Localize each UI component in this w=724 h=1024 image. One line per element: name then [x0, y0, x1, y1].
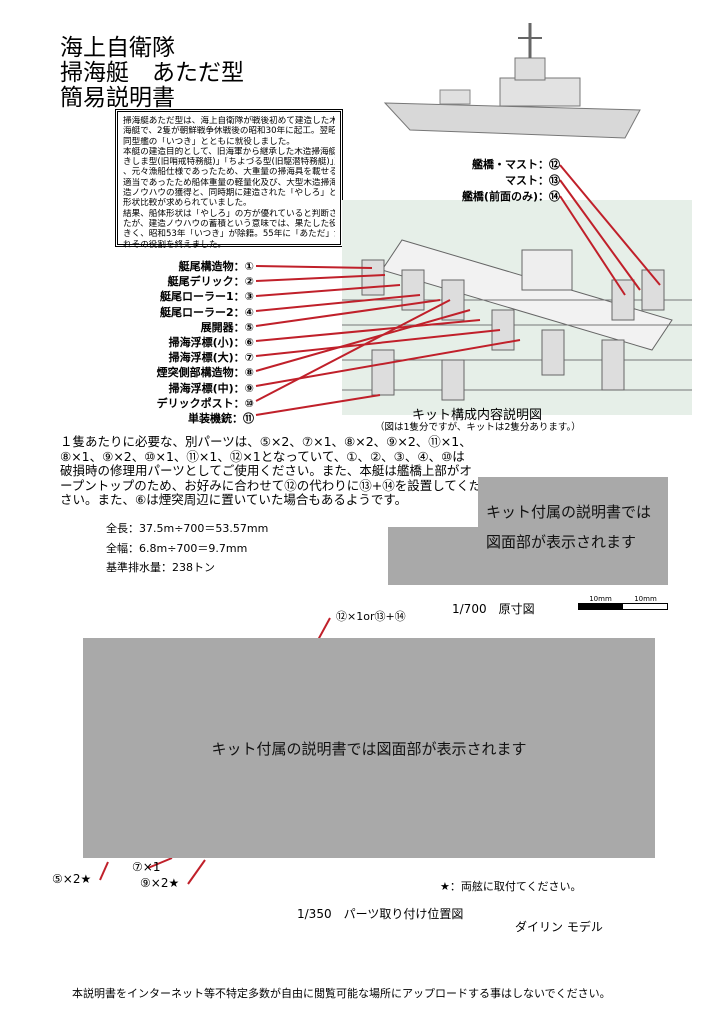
part-label: 掃海浮標(小)：⑥: [168, 336, 254, 350]
desc-line: 造ノウハウの獲得と、同時期に建造された「やしろ」との船体: [123, 188, 335, 199]
placeholder-text: キット付属の説明書では図面部が表示されます: [211, 739, 527, 758]
spec-displacement: 基準排水量：238トン: [106, 561, 215, 574]
para-line: ープントップのため、お好みに合わせて⑫の代わりに⑬+⑭を設置してくだ: [60, 477, 482, 493]
kit-illustration: [342, 239, 692, 401]
desc-line: 海艇で、2隻が朝鮮戦争休戦後の昭和30年に起工。翌昭和31年: [123, 126, 335, 137]
part-label: 展開器：⑤: [200, 320, 254, 334]
kit-note: （図は1隻分ですが、キットは2隻分あります。）: [375, 422, 581, 433]
callout-9: ⑨×2★: [140, 876, 180, 890]
part-label: 単装機銃：⑪: [188, 412, 254, 426]
para-line: さい。また、⑥は煙突周辺に置いていた場合もあるようです。: [60, 492, 408, 507]
title-line: 掃海艇 あただ型: [60, 60, 244, 86]
part-label: 艇尾ローラー2：④: [160, 305, 254, 319]
scale-700-caption: 1/700 原寸図: [452, 602, 535, 616]
spec-beam: 全幅：6.8m÷700＝9.7mm: [106, 542, 248, 555]
desc-line: 適当であったため船体重量の軽量化及び、大型木造掃海艇の建: [123, 177, 335, 188]
drawing-placeholder-large: キット付属の説明書では図面部が表示されます: [83, 638, 655, 858]
star-note: ★：両舷に取付てください。: [440, 880, 582, 893]
part-label: 掃海浮標(大)：⑦: [168, 351, 254, 365]
scale-350-caption: 1/350 パーツ取り付け位置図: [297, 907, 464, 921]
title-line: 海上自衛隊: [60, 35, 175, 61]
part-label: 艇尾ローラー1：③: [160, 290, 254, 304]
scale-bar-label: 10mm: [634, 595, 657, 603]
callout-7: ⑦×1: [132, 860, 161, 874]
part-label: 艇尾デリック：②: [167, 275, 254, 289]
scale-bar: 10mm 10mm: [578, 595, 668, 610]
desc-line: 、元々漁船仕様であったため、大重量の掃海具を載せるには不: [123, 167, 335, 178]
part-label: マスト：⑬: [505, 174, 560, 187]
desc-line: 形状比較が求められていました。: [123, 198, 252, 209]
part-label: 煙突側部構造物：⑧: [156, 366, 254, 380]
scale-bar-label: 10mm: [589, 595, 612, 603]
para-line: １隻あたりに必要な、別パーツは、⑤×2、⑦×1、⑧×2、⑨×2、⑪×1、: [60, 434, 472, 449]
kit-caption: キット構成内容説明図: [412, 408, 543, 423]
para-line: 破損時の修理用パーツとしてご使用ください。また、本艇は艦橋上部がオ: [60, 463, 472, 478]
parts-paragraph: １隻あたりに必要な、別パーツは、⑤×2、⑦×1、⑧×2、⑨×2、⑪×1、 ⑧×1…: [60, 434, 482, 508]
footer-notice: 本説明書をインターネット等不特定多数が自由に閲覧可能な場所にアップロードする事は…: [72, 987, 611, 1000]
callout-bridge: ⑫×1or⑬+⑭: [336, 610, 406, 623]
desc-line: 結果、船体形状は「やしろ」の方が優れていると判断されまし: [123, 208, 335, 219]
part-label: 艦橋・マスト：⑫: [472, 158, 560, 171]
document-title: 海上自衛隊 掃海艇 あただ型 簡易説明書: [60, 36, 244, 111]
callout-5: ⑤×2★: [52, 872, 92, 886]
desc-line: きく、昭和53年「いつき」が除籍。55年に「あただ」が除籍さ: [123, 229, 335, 240]
brand-name: ダイリン モデル: [515, 920, 603, 934]
part-label: 艇尾構造物：①: [178, 260, 254, 273]
desc-line: れその役割を終えました。: [123, 239, 227, 250]
para-line: ⑧×1、⑨×2、⑩×1、⑪×1、⑫×1となっていて、①、②、③、④、⑩は: [60, 448, 465, 464]
desc-line: 掃海艇あただ型は、海上自衛隊が戦後初めて建造した木造掃: [123, 116, 335, 126]
ship-render-top: [380, 18, 650, 158]
ship-illustration: [383, 23, 641, 139]
kit-render: [342, 200, 692, 415]
placeholder-text: キット付属の説明書では: [486, 503, 652, 521]
parts-list-left: 艇尾構造物：① 艇尾デリック：② 艇尾ローラー1：③ 艇尾ローラー2：④ 展開器…: [157, 259, 254, 426]
part-label: 艦橋(前面のみ)：⑭: [461, 190, 560, 203]
history-description: 掃海艇あただ型は、海上自衛隊が戦後初めて建造した木造掃 海艇で、2隻が朝鮮戦争休…: [115, 109, 343, 250]
title-line: 簡易説明書: [60, 85, 175, 111]
desc-line: 同型艦の「いつき」とともに就役しました。: [123, 136, 295, 147]
part-label: デリックポスト：⑩: [156, 396, 254, 410]
desc-line: 本艇の建造目的として、旧海軍から継承した木造掃海艇（「う: [123, 146, 335, 157]
part-label: 掃海浮標(中)：⑨: [168, 381, 254, 395]
parts-list-right: 艦橋・マスト：⑫ マスト：⑬ 艦橋(前面のみ)：⑭: [455, 157, 560, 205]
spec-length: 全長：37.5m÷700＝53.57mm: [106, 522, 269, 535]
placeholder-text: 図面部が表示されます: [486, 533, 637, 551]
drawing-placeholder-small: キット付属の説明書では 図面部が表示されます: [478, 477, 668, 585]
desc-line: きしま型(旧哨戒特務艇)」「ちよづる型(旧駆潜特務艇)」）が: [123, 157, 335, 168]
desc-line: たが、建造ノウハウの蓄積という意味では、果たした役割は大: [123, 218, 335, 229]
